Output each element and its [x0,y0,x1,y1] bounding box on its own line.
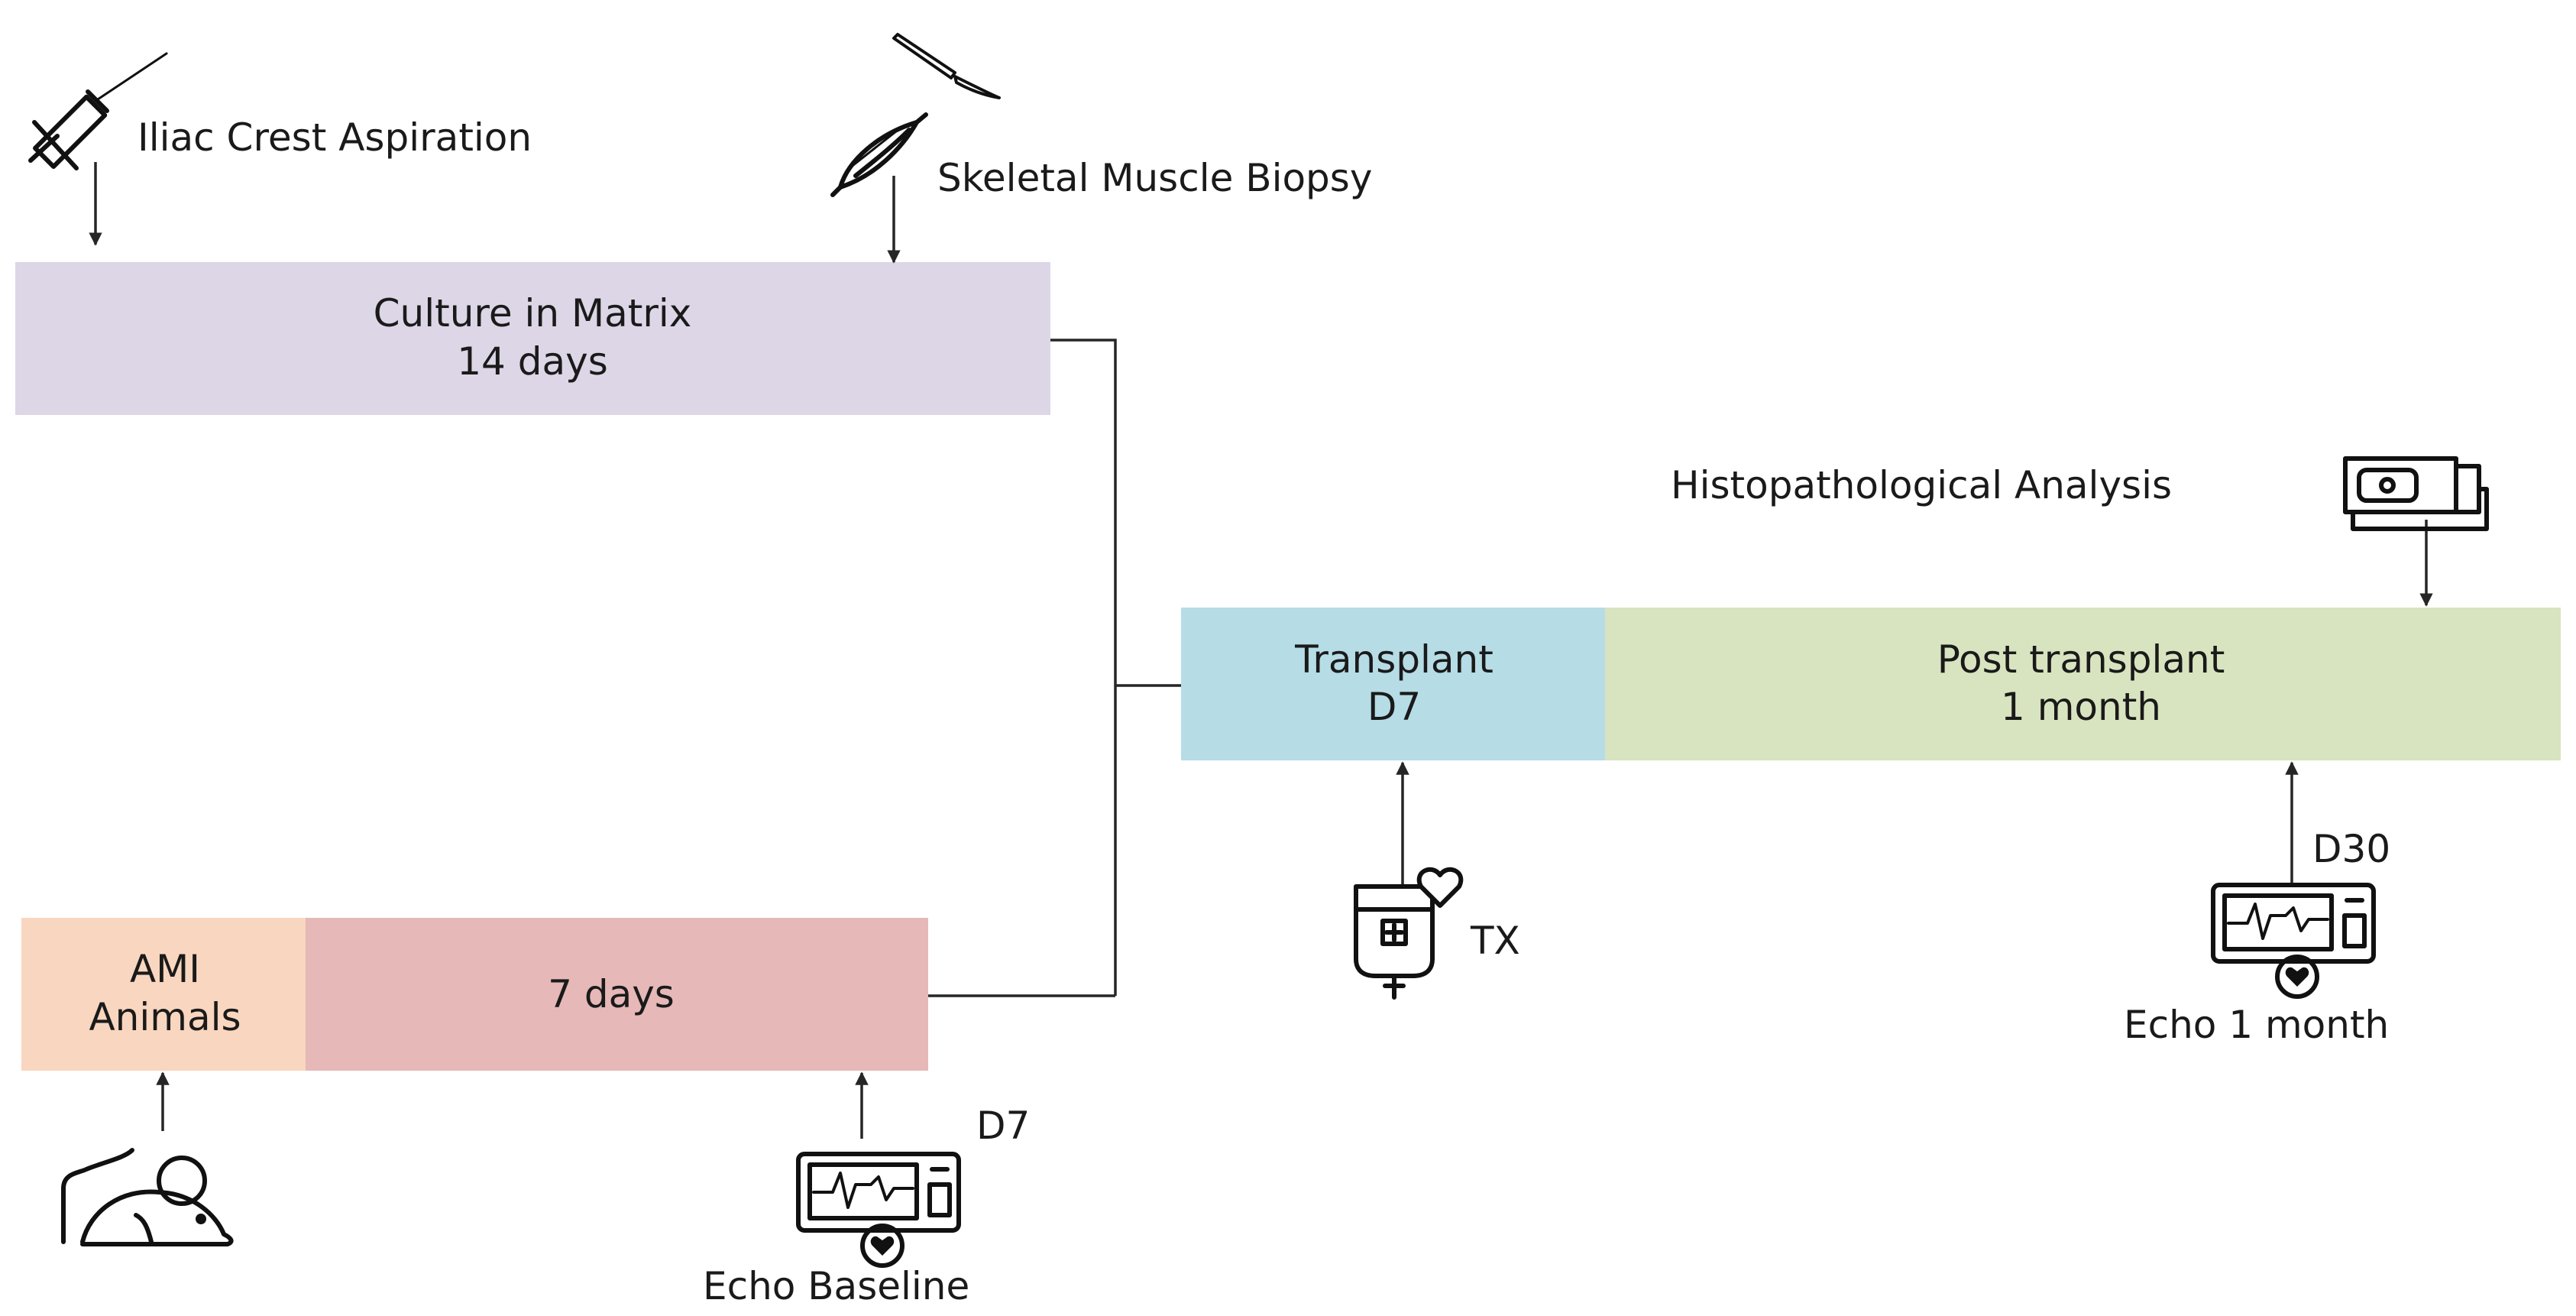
transplant-box-line2: D7 [1367,685,1421,729]
d30-label: D30 [2312,827,2390,871]
post-transplant-box-line2: 1 month [2001,685,2161,729]
biopsy-label: Skeletal Muscle Biopsy [937,156,1372,200]
scalpel-icon [892,33,1001,99]
d7-label: D7 [976,1104,1030,1148]
culture-box-line2: 14 days [457,339,608,384]
iliac-label: Iliac Crest Aspiration [138,115,532,160]
syringe-icon [28,52,168,170]
histo-label: Histopathological Analysis [1671,463,2172,507]
mouse-icon [61,1148,234,1246]
echo-baseline-label: Echo Baseline [703,1264,969,1308]
culture-box-line1: Culture in Matrix [374,291,692,335]
seven-days-label: 7 days [548,972,675,1016]
iv-bag-icon [1354,867,1464,1000]
slide-scanner-icon [2343,456,2489,531]
ami-box-line1: AMI [130,947,200,991]
echo-month-label: Echo 1 month [2124,1003,2389,1047]
post-transplant-box [1605,608,2561,760]
seven-days-box [306,918,928,1071]
echo-monitor-icon [796,1152,961,1268]
ami-box [21,918,306,1071]
post-transplant-box-line1: Post transplant [1937,637,2225,682]
tx-label: TX [1470,919,1520,963]
ami-box-line2: Animals [89,995,241,1039]
transplant-box-line1: Transplant [1294,637,1493,682]
muscle-icon [830,112,928,197]
culture-connector [1050,339,1117,996]
echo-monitor-icon [2211,883,2376,999]
culture-box [15,262,1050,415]
transplant-box [1181,608,1605,760]
